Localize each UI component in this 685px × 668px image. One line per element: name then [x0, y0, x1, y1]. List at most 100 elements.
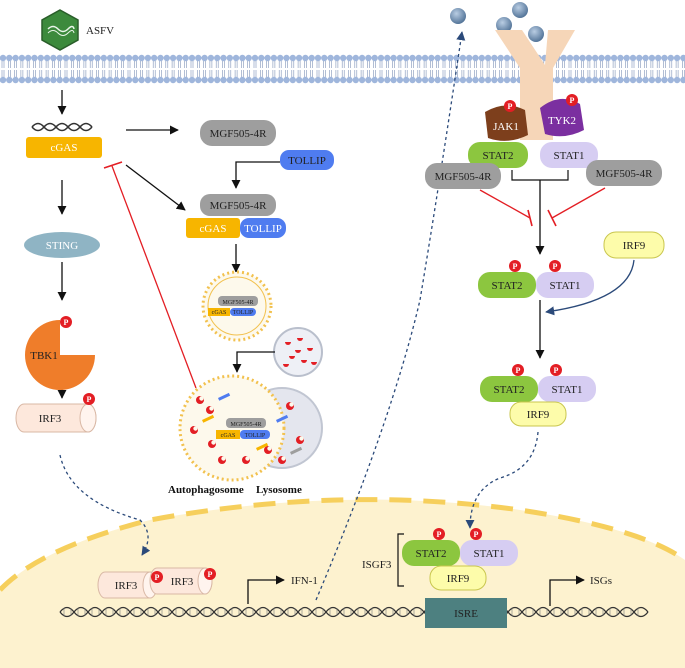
arrow-to-autolysosome [232, 351, 275, 373]
svg-text:MGF505-4R: MGF505-4R [222, 300, 253, 306]
nuclear-envelope [0, 497, 685, 592]
svg-text:P: P [508, 102, 513, 111]
svg-text:P: P [87, 395, 92, 404]
cgas-node-complex [186, 218, 240, 238]
mgf-label-left: MGF505-4R [435, 171, 493, 183]
mgf-node-top [200, 120, 276, 146]
jak1-label: JAK1 [493, 121, 519, 133]
irf3-label: IRF3 [39, 413, 62, 425]
phosphate-icon: P [512, 364, 524, 376]
cgas-node [26, 137, 102, 158]
phosphate-icon: P [549, 260, 561, 272]
irf9-node-isgf3 [509, 401, 567, 427]
phosphate-icon: P [83, 393, 95, 405]
stat1-label-receptor: STAT1 [554, 150, 585, 162]
svg-text:cGAS: cGAS [221, 433, 236, 439]
irf3-label-nuc-a: IRF3 [115, 580, 138, 592]
stat2-label-isgf3: STAT2 [494, 384, 525, 396]
svg-text:MGF505-4R: MGF505-4R [230, 422, 261, 428]
tollip-node-complex [240, 218, 286, 238]
arrow-tollip-to-complex [231, 161, 280, 189]
inhibition-mgf-right [551, 187, 606, 219]
irf3-label-nuc-b: IRF3 [171, 576, 194, 588]
cell-membrane [0, 54, 685, 84]
stat1-label-p: STAT1 [550, 280, 581, 292]
stat2-label-nuc: STAT2 [416, 548, 447, 560]
tollip-label-complex: TOLLIP [244, 223, 282, 235]
stat2-node-receptor [468, 142, 528, 168]
phosphate-icon: P [509, 260, 521, 272]
stat1-node-nuc [460, 540, 518, 566]
irf9-node-nuc [429, 565, 487, 591]
mgf-node-right [586, 160, 662, 186]
sting-label: STING [46, 240, 78, 252]
phosphate-icon: P [504, 100, 516, 112]
stat2-label-p: STAT2 [492, 280, 523, 292]
irf9-label-nuc: IRF9 [447, 573, 470, 585]
stat1-node-isgf3 [538, 376, 596, 402]
cgas-label-complex: cGAS [200, 223, 227, 235]
arrow-isgf3-to-nucleus [465, 431, 539, 529]
irf3-node [15, 403, 97, 433]
inhibition-bar-left [527, 209, 533, 227]
arrow-ifn-transcription [247, 575, 285, 604]
svg-text:P: P [554, 366, 559, 375]
stat2-label-receptor: STAT2 [483, 150, 514, 162]
virus-icon [41, 9, 79, 51]
arrow-irf9-to-complex [545, 259, 635, 316]
inhibition-autophagy-to-cgas [111, 165, 197, 389]
irf9-label-isgf3: IRF9 [527, 409, 550, 421]
autophagosome-label: Autophagosome [168, 484, 244, 496]
phosphate-icon: P [433, 528, 445, 540]
phosphate-icon: P [566, 94, 578, 106]
tyk2-label: TYK2 [548, 115, 576, 127]
arrow-cgas-to-complex [125, 164, 186, 211]
phosphate-icon: P [151, 571, 163, 583]
phosphate-icon: P [550, 364, 562, 376]
isre-node [425, 598, 507, 628]
svg-text:P: P [570, 96, 575, 105]
stat2-node-p [478, 272, 536, 298]
cgas-label: cGAS [51, 142, 78, 154]
irf9-node-free [603, 231, 665, 259]
stat1-node-receptor [540, 142, 598, 168]
isgf3-bracket [397, 533, 404, 587]
stat1-node-p [536, 272, 594, 298]
ifn-molecules [450, 2, 544, 42]
svg-text:TOLLIP: TOLLIP [233, 310, 254, 316]
stat2-node-nuc [402, 540, 460, 566]
svg-text:P: P [474, 530, 479, 539]
tbk1-node [25, 320, 95, 390]
svg-text:cGAS: cGAS [212, 310, 227, 316]
vesicle-icon [273, 327, 323, 377]
svg-text:P: P [437, 530, 442, 539]
irf9-label-free: IRF9 [623, 240, 646, 252]
phosphate-icon: P [470, 528, 482, 540]
stat-merge-lines [511, 170, 569, 181]
svg-text:P: P [208, 570, 213, 579]
phosphate-icon: P [60, 316, 72, 328]
virus-label: ASFV [86, 25, 114, 37]
mgf-label-complex: MGF505-4R [210, 200, 268, 212]
svg-text:P: P [516, 366, 521, 375]
tollip-label-top: TOLLIP [288, 155, 326, 167]
inhibition-bar-right [547, 209, 557, 227]
dna-icon [59, 606, 649, 618]
svg-text:P: P [64, 318, 69, 327]
phosphate-icon: P [204, 568, 216, 580]
isgs-label: ISGs [590, 575, 612, 587]
isre-label: ISRE [454, 608, 478, 620]
inhibition-bar [103, 161, 123, 169]
nucleus [0, 499, 685, 668]
dna-icon [31, 122, 93, 132]
tbk1-label: TBK1 [30, 350, 58, 362]
stat1-label-nuc: STAT1 [474, 548, 505, 560]
autophagosome-early: MGF505-4R cGAS TOLLIP [201, 270, 273, 342]
arrow-irf3-to-nucleus [59, 454, 151, 556]
stat2-node-isgf3 [480, 376, 538, 402]
mgf-label-right: MGF505-4R [596, 168, 654, 180]
arrow-isgs-transcription [549, 575, 585, 606]
inhibition-mgf-left [479, 189, 531, 219]
sting-node [24, 232, 100, 258]
